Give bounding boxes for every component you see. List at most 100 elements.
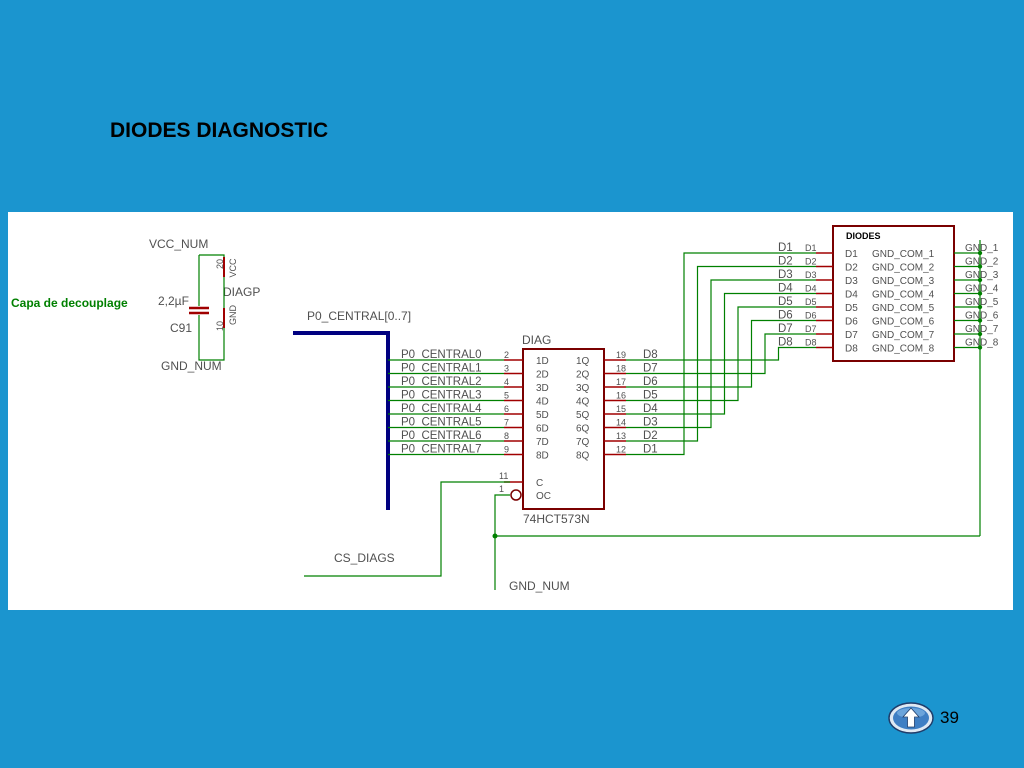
input-pin-number: 8 (504, 431, 509, 441)
diode-right-label: GND_COM_6 (872, 317, 935, 328)
output-wire (626, 265, 816, 442)
input-net-label: P0_CENTRAL4 (401, 403, 482, 415)
diode-output-label: GND_8 (965, 338, 999, 349)
control-pin-number: 1 (499, 484, 504, 494)
nav-up-button[interactable] (888, 702, 934, 734)
diode-net-label: D7 (778, 323, 793, 335)
oc-inversion-bubble (510, 489, 522, 501)
diode-left-label: D5 (845, 303, 858, 314)
diode-right-label: GND_COM_2 (872, 263, 935, 274)
diode-left-label: D1 (845, 249, 858, 260)
diode-pin-name: D8 (805, 338, 817, 348)
decoupling-wire (198, 254, 225, 361)
input-net-label: P0_CENTRAL1 (401, 363, 482, 375)
diode-pin-name: D5 (805, 297, 817, 307)
diode-output-label: GND_3 (965, 270, 999, 281)
input-pin-name: 3D (536, 383, 549, 394)
control-pin-name: OC (536, 491, 551, 502)
latch-name: DIAG (522, 333, 551, 347)
bus-block: P0_CENTRAL[0..7] (293, 309, 411, 510)
diode-net-label: D6 (778, 310, 793, 322)
output-net-label: D7 (643, 363, 658, 375)
page-number: 39 (940, 708, 959, 727)
bus-label: P0_CENTRAL[0..7] (307, 309, 411, 323)
diode-pin-name: D4 (805, 284, 817, 294)
cs-net-label: CS_DIAGS (334, 551, 395, 565)
decoupling-block: Capa de decouplage VCC_NUM GND_NUM 2,2µF… (11, 237, 260, 373)
signal-wiring (388, 240, 983, 536)
diode-output-label: GND_5 (965, 297, 999, 308)
diode-left-label: D4 (845, 290, 858, 301)
output-pin-name: 5Q (576, 410, 590, 421)
diode-left-label: D8 (845, 344, 858, 355)
input-pin-name: 7D (536, 437, 549, 448)
input-pin-name: 8D (536, 451, 549, 462)
output-wire (626, 306, 816, 402)
input-pin-name: 1D (536, 356, 549, 367)
decoupling-label: Capa de decouplage (11, 296, 128, 310)
part-name-diagp: DIAGP (223, 285, 260, 299)
input-pin-name: 4D (536, 397, 549, 408)
output-pin-number: 15 (616, 404, 626, 414)
output-net-label: D3 (643, 417, 658, 429)
diode-net-label: D8 (778, 337, 793, 349)
diodes-title: DIODES (846, 231, 881, 241)
output-pin-number: 17 (616, 377, 626, 387)
output-pin-name: 2Q (576, 370, 590, 381)
diode-right-label: GND_COM_3 (872, 276, 935, 287)
diode-output-label: GND_2 (965, 257, 999, 268)
input-pin-number: 4 (504, 377, 509, 387)
pin-vcc-name: VCC (228, 258, 238, 278)
input-net-label: P0_CENTRAL3 (401, 390, 482, 402)
input-pin-name: 5D (536, 410, 549, 421)
diode-net-label: D4 (778, 283, 793, 295)
input-pin-number: 3 (504, 364, 509, 374)
input-net-label: P0_CENTRAL2 (401, 376, 482, 388)
input-pin-name: 2D (536, 370, 549, 381)
diode-left-label: D7 (845, 330, 858, 341)
pin-gnd-name: GND (228, 305, 238, 326)
control-pin-name: C (536, 478, 543, 489)
pin-vcc-num: 20 (215, 259, 225, 269)
cap-gap (191, 306, 208, 315)
control-wiring: CS_DIAGS GND_NUM (304, 481, 980, 593)
diode-net-label: D2 (778, 256, 793, 268)
output-pin-name: 6Q (576, 424, 590, 435)
input-net-label: P0_CENTRAL7 (401, 444, 482, 456)
gnd-net-label: GND_NUM (509, 579, 570, 593)
diode-right-label: GND_COM_8 (872, 344, 935, 355)
diode-output-label: GND_6 (965, 311, 999, 322)
input-net-label: P0_CENTRAL5 (401, 417, 482, 429)
diode-output-label: GND_1 (965, 243, 999, 254)
diode-pin-name: D7 (805, 324, 817, 334)
control-pin-number: 11 (499, 471, 508, 481)
output-net-label: D5 (643, 390, 658, 402)
output-net-label: D8 (643, 349, 658, 361)
diode-right-label: GND_COM_1 (872, 249, 935, 260)
gnd-junction (492, 533, 498, 539)
output-wire (626, 346, 816, 361)
diode-net-label: D3 (778, 269, 793, 281)
output-pin-name: 8Q (576, 451, 590, 462)
diode-net-label: D5 (778, 296, 793, 308)
slide-title: DIODES DIAGNOSTIC (110, 119, 329, 142)
diode-left-label: D2 (845, 263, 858, 274)
oc-gnd-wire (494, 494, 510, 590)
cap-value: 2,2µF (158, 294, 189, 308)
latch-body (522, 348, 605, 510)
output-pin-number: 19 (616, 350, 626, 360)
input-pin-number: 6 (504, 404, 509, 414)
cap-ref: C91 (170, 321, 192, 335)
diode-pin-name: D2 (805, 257, 817, 267)
output-net-label: D6 (643, 376, 658, 388)
diode-left-label: D3 (845, 276, 858, 287)
output-wire (626, 252, 816, 456)
output-wire (626, 279, 816, 429)
diode-right-label: GND_COM_5 (872, 303, 935, 314)
output-wire (626, 292, 816, 415)
up-arrow-icon (888, 702, 934, 734)
output-pin-number: 13 (616, 431, 626, 441)
output-net-label: D2 (643, 430, 658, 442)
diode-pin-name: D3 (805, 270, 817, 280)
